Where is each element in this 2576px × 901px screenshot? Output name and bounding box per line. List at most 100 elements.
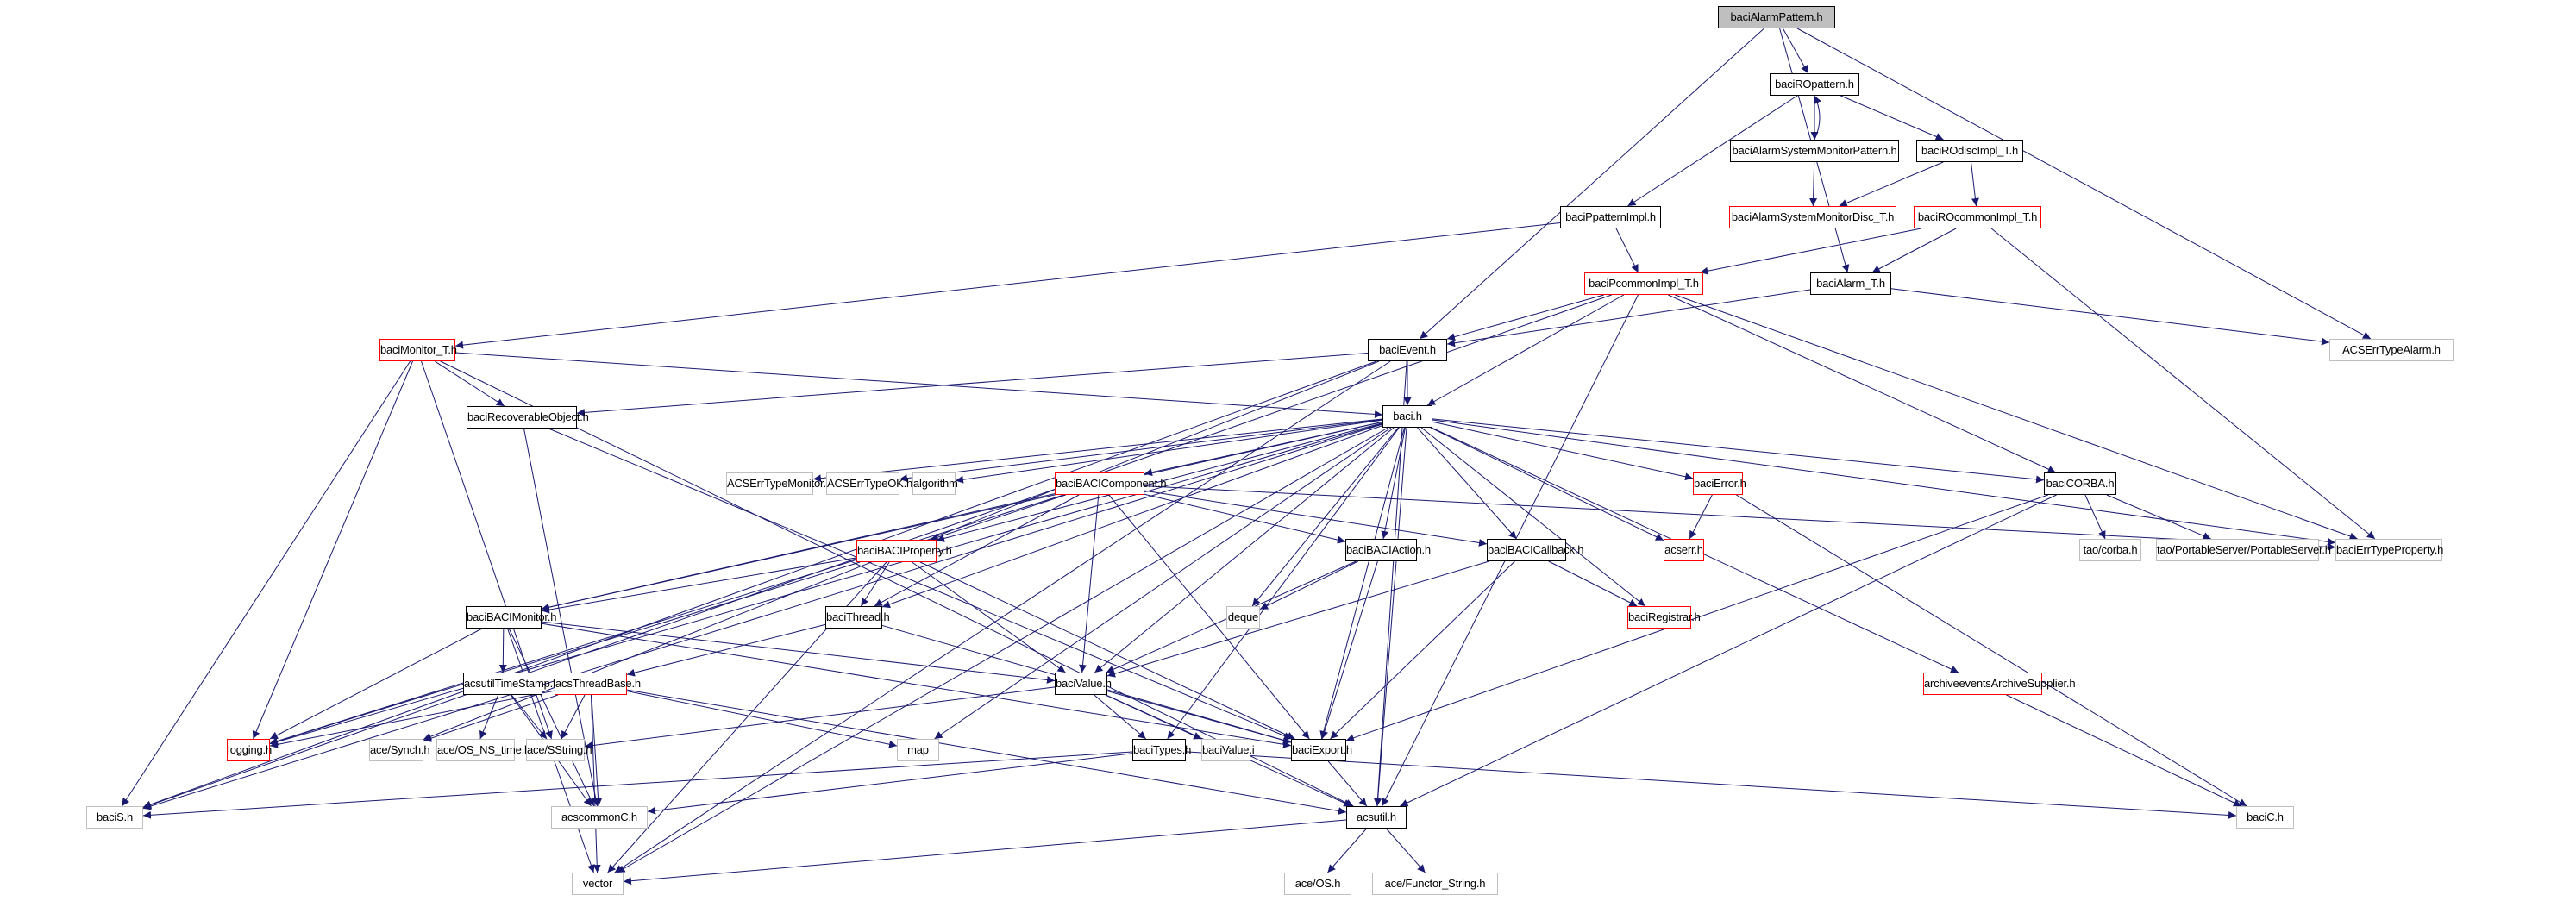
edge-root-to-ropattern	[1782, 28, 1809, 74]
edge-property-to-logging	[269, 561, 861, 745]
node-baciExport-h[interactable]: baciExport.h	[1291, 739, 1352, 761]
edge-callback-to-export	[1330, 560, 1515, 740]
node-baci-h[interactable]: baci.h	[1382, 405, 1432, 428]
edge-corba-to-acsutil	[1400, 494, 2057, 807]
node-baciErrTypeProperty-h[interactable]: baciErrTypeProperty.h	[2335, 539, 2443, 561]
node-ACSErrTypeMonitor-h[interactable]: ACSErrTypeMonitor.h	[726, 472, 832, 495]
node-baciPcommonImpl-T-h[interactable]: baciPcommonImpl_T.h	[1584, 272, 1703, 295]
node-baciRegistrar-h[interactable]: baciRegistrar.h	[1627, 606, 1701, 629]
node-baciBACIComponent-h[interactable]: baciBACIComponent.h	[1055, 472, 1167, 495]
edge-component-to-value	[1079, 494, 1100, 673]
edge-error-to-baciC	[1736, 494, 2247, 807]
edge-types-to-baciS	[142, 751, 1133, 819]
node-acserr-h[interactable]: acserr.h	[1664, 539, 1704, 561]
node-baciAlarmSystemMonitorPattern-h[interactable]: baciAlarmSystemMonitorPattern.h	[1730, 140, 1899, 162]
edge-ppattern-to-monitorT	[454, 222, 1561, 349]
node-acsutilTimeStamp-h[interactable]: acsutilTimeStamp.h	[463, 673, 559, 695]
node-baciAlarmPattern-h[interactable]: baciAlarmPattern.h	[1718, 6, 1835, 28]
node-baciValue-i[interactable]: baciValue.i	[1201, 739, 1255, 761]
node-ace-OS-NS-time-h[interactable]: ace/OS_NS_time.h	[436, 739, 530, 761]
edge-bmonitor-to-logging	[269, 628, 483, 740]
node-vector[interactable]: vector	[572, 873, 624, 895]
node-baciBACIProperty-h[interactable]: baciBACIProperty.h	[856, 540, 952, 562]
node-baciEvent-h[interactable]: baciEvent.h	[1368, 339, 1447, 361]
node-tao-PortableServer-h[interactable]: tao/PortableServer/PortableServer.h	[2156, 539, 2331, 561]
edge-pcommon-to-errProp	[1675, 294, 2358, 541]
edge-rodisc-to-asmdisc	[1839, 161, 1944, 207]
node-archiveeventsArchiveSupplier-h[interactable]: archiveeventsArchiveSupplier.h	[1923, 673, 2076, 695]
node-baciROdiscImpl-T-h[interactable]: baciROdiscImpl_T.h	[1916, 140, 2023, 162]
node-ACSErrTypeOK-h[interactable]: ACSErrTypeOK.h	[826, 472, 912, 495]
edge-alarmT-to-errAlarm	[1890, 288, 2330, 346]
node-baciThread-h[interactable]: baciThread.h	[825, 606, 890, 629]
node-baciBACIMonitor-h[interactable]: baciBACIMonitor.h	[466, 606, 556, 629]
edge-export-to-acsutil	[1327, 760, 1368, 807]
node-baciS-h[interactable]: baciS.h	[86, 806, 143, 829]
edge-baci-to-algorithm	[955, 419, 1383, 484]
node-ACSErrTypeAlarm-h[interactable]: ACSErrTypeAlarm.h	[2329, 339, 2454, 361]
node-baciROcommonImpl-T-h[interactable]: baciROcommonImpl_T.h	[1914, 206, 2041, 228]
edge-types-to-acscommonC	[647, 753, 1133, 815]
edge-property-to-export	[919, 561, 1295, 740]
node-baciC-h[interactable]: baciC.h	[2236, 806, 2294, 829]
node-baciBACICallback-h[interactable]: baciBACICallback.h	[1487, 539, 1583, 561]
node-baciROpattern-h[interactable]: baciROpattern.h	[1770, 73, 1859, 96]
edge-threadbase-to-logging	[269, 690, 555, 748]
edge-baci-to-errMon	[812, 418, 1383, 483]
node-baciCORBA-h[interactable]: baciCORBA.h	[2044, 472, 2116, 495]
edge-root-to-errAlarm	[1796, 28, 2372, 340]
node-acsutil-h[interactable]: acsutil.h	[1346, 806, 1407, 829]
edge-event-to-baciS	[142, 360, 1377, 809]
edge-root-to-event	[1420, 28, 1764, 340]
node-baciTypes-h[interactable]: baciTypes.h	[1132, 739, 1191, 761]
node-ace-SString-h[interactable]: ace/SString.h	[526, 739, 592, 761]
edge-component-to-export	[1108, 494, 1310, 740]
edge-baci-to-export	[1319, 427, 1406, 740]
edge-ropattern-to-ppattern	[1627, 95, 1798, 207]
edge-rodisc-to-rocommon	[1971, 161, 1979, 207]
edge-baci-to-map	[934, 427, 1392, 740]
edge-property-to-thread	[860, 561, 890, 607]
edge-baci-to-errOK	[899, 419, 1383, 483]
node-acscommonC-h[interactable]: acscommonC.h	[551, 806, 648, 829]
edge-baci-to-types	[1167, 427, 1400, 740]
node-baciPpatternImpl-h[interactable]: baciPpatternImpl.h	[1560, 206, 1661, 228]
edge-component-to-logging	[269, 494, 1064, 745]
node-baciValue-h[interactable]: baciValue.h	[1055, 673, 1112, 695]
node-ace-Synch-h[interactable]: ace/Synch.h	[369, 739, 430, 761]
edge-baci-to-callback	[1417, 427, 1517, 540]
node-baciError-h[interactable]: baciError.h	[1693, 472, 1746, 495]
edge-component-to-errProp	[1144, 485, 2336, 551]
edge-bmonitor-to-timestamp	[498, 628, 507, 673]
edge-acsutil-to-os	[1327, 828, 1367, 873]
node-tao-corba-h[interactable]: tao/corba.h	[2079, 539, 2141, 561]
edge-baci-to-property	[936, 422, 1383, 542]
edge-threadbase-to-sstring	[561, 694, 586, 740]
edge-error-to-acserr	[1689, 494, 1713, 540]
node-baciAlarm-T-h[interactable]: baciAlarm_T.h	[1810, 272, 1891, 295]
edge-pcommon-to-baci	[1426, 294, 1625, 406]
node-logging-h[interactable]: logging.h	[227, 739, 272, 761]
edge-threadbase-to-acscommonC	[591, 694, 603, 807]
node-algorithm[interactable]: algorithm	[912, 472, 958, 495]
node-ace-OS-h[interactable]: ace/OS.h	[1284, 873, 1351, 895]
edge-property-to-bmonitor	[541, 557, 857, 614]
node-ace-Functor-String-h[interactable]: ace/Functor_String.h	[1372, 873, 1498, 895]
node-baciAlarmSystemMonitorDisc-T-h[interactable]: baciAlarmSystemMonitorDisc_T.h	[1729, 206, 1896, 228]
node-acsThreadBase-h[interactable]: acsThreadBase.h	[555, 673, 641, 695]
edge-baci-to-corba	[1432, 418, 2045, 484]
edge-baci-to-logging	[269, 422, 1383, 746]
node-baciMonitor-T-h[interactable]: baciMonitor_T.h	[379, 339, 457, 361]
edge-component-to-thread	[874, 494, 1080, 607]
edge-bmonitor-to-acscommonC	[508, 628, 595, 807]
node-baciRecoverableObject-h[interactable]: baciRecoverableObject.h	[467, 406, 589, 429]
node-deque[interactable]: deque	[1226, 606, 1260, 629]
edge-ropattern-to-rodisc	[1840, 95, 1944, 141]
edge-baci-to-acsutil	[1374, 427, 1407, 807]
edge-baci-to-errProp	[1432, 419, 2336, 546]
edge-recov-to-export	[548, 428, 1293, 740]
node-map[interactable]: map	[897, 739, 939, 761]
edge-corba-to-export	[1345, 494, 2049, 742]
node-baciBACIAction-h[interactable]: baciBACIAction.h	[1345, 539, 1431, 561]
